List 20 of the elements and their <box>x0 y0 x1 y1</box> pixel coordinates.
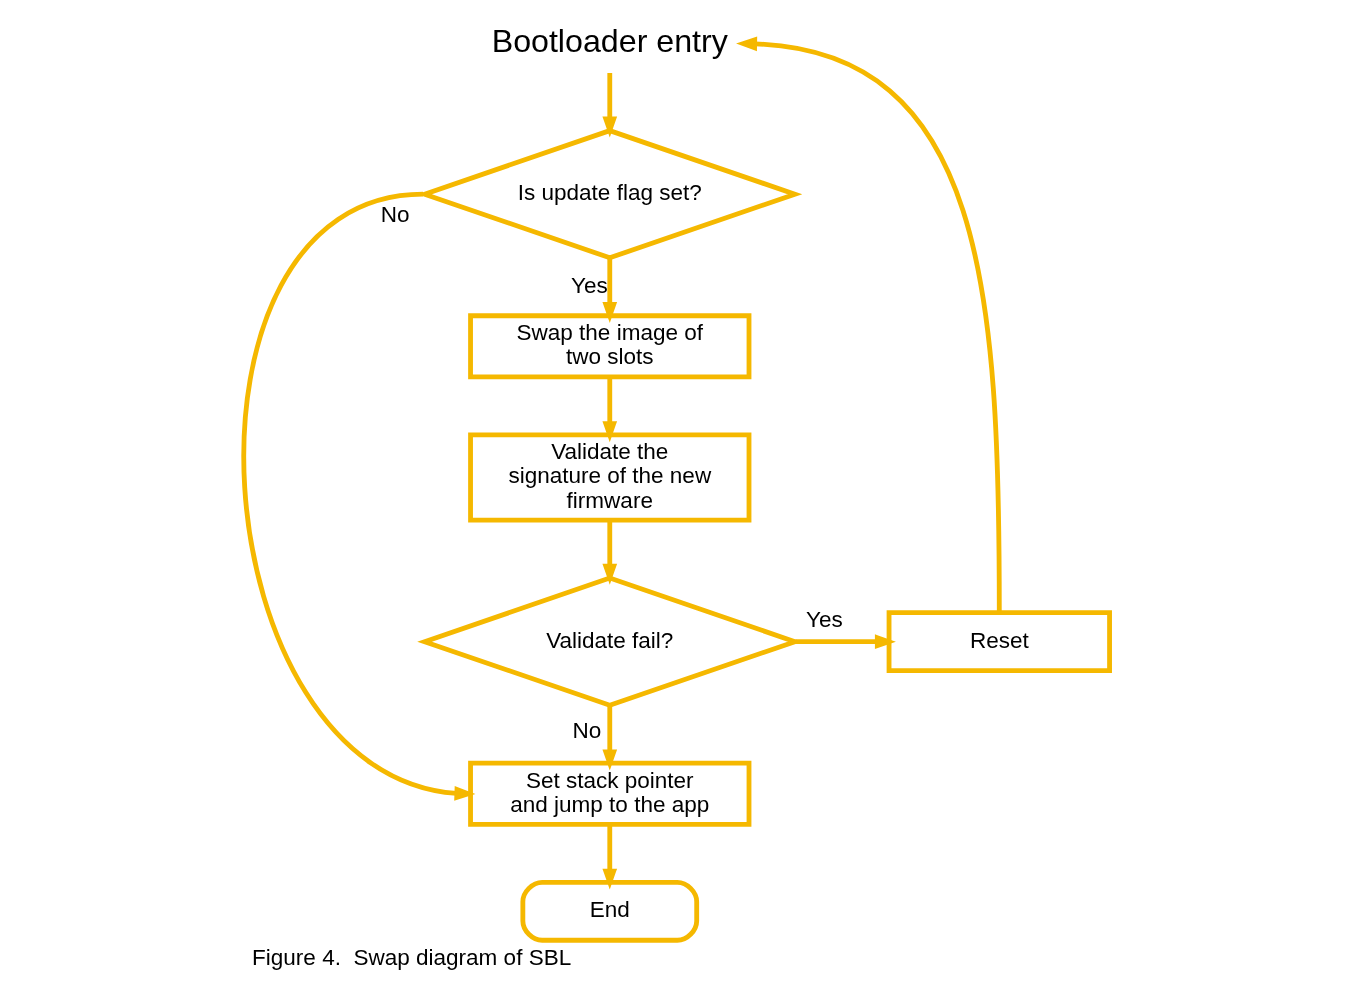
arrow <box>602 824 618 890</box>
arrow <box>602 73 618 138</box>
node-box: Reset <box>886 610 1112 674</box>
edge-label: Yes <box>806 607 843 633</box>
arrow <box>602 520 618 585</box>
arrow <box>242 191 476 801</box>
node-box: End <box>520 879 700 943</box>
node-box: Swap the image of two slots <box>468 313 752 380</box>
arrow <box>736 36 1002 612</box>
edge-label: Yes <box>571 272 608 298</box>
edge-label: No <box>380 202 410 228</box>
edge-label: No <box>572 718 602 744</box>
arrow <box>795 634 896 649</box>
arrow <box>602 376 618 443</box>
node-box: Validate the signature of the new firmware <box>468 432 752 523</box>
node-text: Bootloader entry <box>491 22 728 59</box>
caption: Figure 4. Swap diagram of SBL <box>252 944 572 970</box>
arrow <box>602 705 618 771</box>
node-box: Set stack pointer and jump to the app <box>468 760 752 827</box>
arrow <box>602 257 618 324</box>
